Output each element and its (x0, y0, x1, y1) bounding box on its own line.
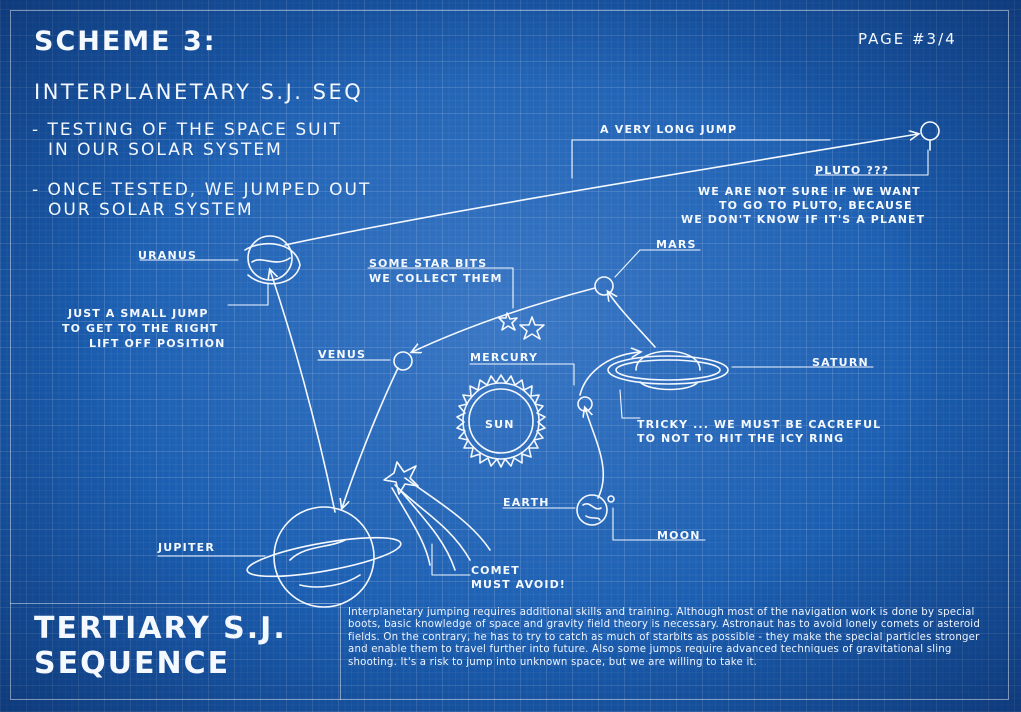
venus-planet (393, 351, 413, 371)
footer-description: Interplanetary jumping requires addition… (348, 607, 980, 668)
sun (456, 374, 546, 468)
label-pluto: PLUTO ??? (815, 164, 890, 177)
callout-mercury (469, 363, 575, 386)
bullet-2-line-2: OUR SOLAR SYSTEM (48, 200, 254, 220)
footer-text-divider (340, 603, 341, 700)
jupiter-planet (246, 506, 402, 608)
label-uranus: URANUS (138, 249, 198, 262)
label-mercury: MERCURY (470, 351, 539, 364)
label-jupiter: JUPITER (158, 541, 216, 554)
blueprint-frame (10, 10, 1009, 700)
callout-pluto (814, 149, 929, 176)
uranus-planet (244, 235, 301, 285)
scheme-title: SCHEME 3: (34, 26, 217, 57)
label-venus: VENUS (318, 348, 367, 361)
pluto-planet (920, 121, 940, 151)
annotation-comet-line-1: COMET (471, 564, 520, 577)
comet (383, 461, 491, 571)
annotation-comet-line-2: MUST AVOID! (471, 578, 566, 591)
path-mars-to-venus (412, 287, 596, 352)
label-mars: MARS (656, 238, 697, 251)
scheme-subtitle: INTERPLANETARY S.J. SEQ (34, 80, 364, 104)
saturn-planet (607, 350, 729, 391)
path-mercury-to-saturn (579, 352, 640, 396)
bullet-2-line-1: - ONCE TESTED, WE JUMPED OUT (32, 180, 372, 200)
annotation-pluto-line-3: WE DON'T KNOW IF IT'S A PLANET (681, 213, 926, 226)
path-uranus-to-pluto (284, 134, 918, 246)
callout-comet (431, 543, 471, 576)
annotation-star-bits-line-1: SOME STAR BITS (369, 257, 488, 270)
callout-small-jump (227, 282, 269, 306)
path-venus-to-jupiter (342, 367, 399, 508)
label-saturn: SATURN (812, 356, 869, 369)
label-sun: SUN (485, 418, 515, 431)
label-moon: MOON (657, 529, 701, 542)
path-saturn-to-mars (608, 292, 656, 348)
callout-tricky (619, 389, 641, 419)
annotation-tricky-line-1: TRICKY ... WE MUST BE CACREFUL (637, 418, 882, 431)
mercury-planet (577, 396, 593, 412)
path-jupiter-to-uranus (270, 270, 336, 513)
path-earth-to-mercury (585, 408, 605, 499)
annotation-pluto-line-2: TO GO TO PLUTO, BECAUSE (719, 199, 913, 212)
star-bit-small (498, 312, 518, 331)
footer-title-line-1: TERTIARY S.J. (34, 611, 287, 646)
callout-moon (612, 507, 706, 541)
annotation-tricky-line-2: TO NOT TO HIT THE ICY RING (637, 432, 845, 445)
annotation-pluto-line-1: WE ARE NOT SURE IF WE WANT (698, 185, 921, 198)
annotation-star-bits-line-2: WE COLLECT THEM (369, 272, 503, 285)
page-number: PAGE #3/4 (858, 30, 957, 48)
callout-mars (614, 249, 701, 278)
bullet-1-line-2: IN OUR SOLAR SYSTEM (48, 140, 283, 160)
annotation-long-jump: A VERY LONG JUMP (600, 123, 738, 136)
annotation-small-jump-line-2: TO GET TO THE RIGHT (62, 322, 219, 335)
bullet-1-line-1: - TESTING OF THE SPACE SUIT (32, 120, 342, 140)
earth-planet (576, 494, 615, 526)
footer-title-line-2: SEQUENCE (34, 646, 231, 681)
annotation-small-jump-line-1: JUST A SMALL JUMP (68, 307, 209, 320)
callout-long-jump (571, 139, 831, 179)
footer-divider (10, 603, 340, 604)
callout-star-bits (367, 267, 514, 309)
label-earth: EARTH (503, 496, 550, 509)
star-bit-large (519, 316, 545, 340)
mars-planet (594, 276, 614, 296)
annotation-small-jump-line-3: LIFT OFF POSITION (89, 337, 226, 350)
